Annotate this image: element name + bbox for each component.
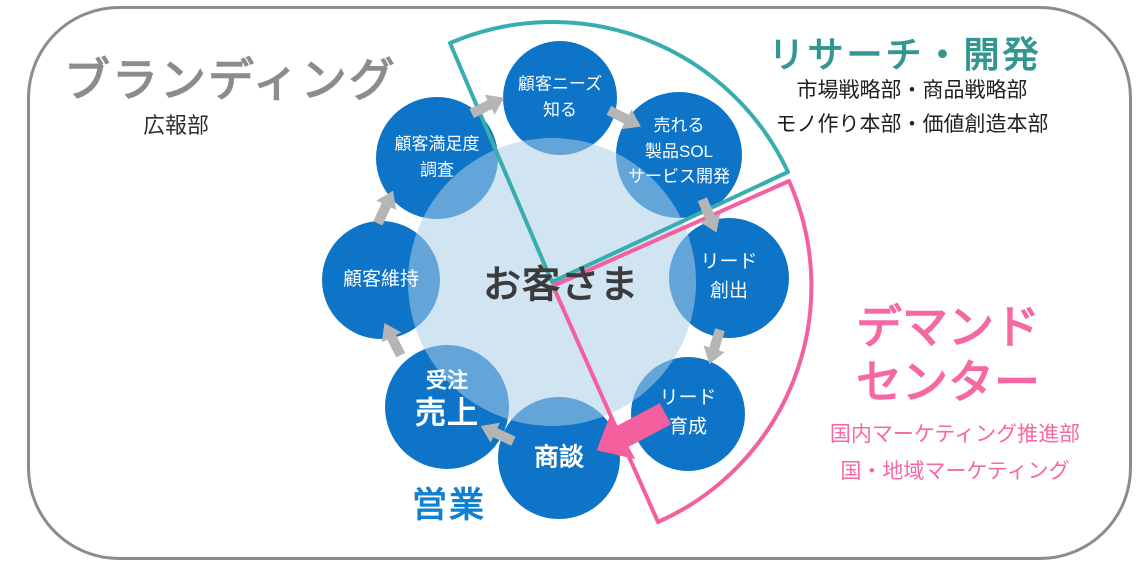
research-department-2: モノ作り本部・価値創造本部 [775,113,1049,136]
node-line: リード [659,387,717,409]
node-line: 売れる [653,115,705,135]
node-line: 知る [543,100,577,119]
node-line: 創出 [709,280,749,301]
circle-lead-generation [669,218,789,338]
node-label-sellable-product-dev: 売れる 製品SOL サービス開発 [628,113,730,190]
node-label-satisfaction-survey: 顧客満足度 調査 [395,132,480,183]
demand-title-line1: デマンド [856,301,1040,353]
node-line: 売上 [415,395,479,431]
node-line: 顧客満足度 [394,134,480,154]
circle-know-customer-needs [503,41,617,155]
demand-title-line2: センター [856,356,1040,409]
node-line: 育成 [668,416,708,437]
node-label-lead-nurturing: リード 育成 [659,385,716,442]
customer-center-label: お客さま [482,264,640,307]
demand-sector-outline [551,179,814,524]
circle-lead-nurturing [631,357,745,471]
node-label-order-sales: 受注 売上 [415,369,479,434]
research-sector-outline [448,19,790,284]
node-line: 調査 [420,160,454,179]
demand-department-2: 国・地域マーケティング [840,460,1070,483]
node-line: 顧客ニーズ [517,74,603,94]
node-line: 商談 [533,443,585,472]
node-label-customer-retention: 顧客維持 [343,266,419,295]
branding-title: ブランディング [64,54,397,106]
branding-department: 広報部 [142,113,210,138]
node-line: リード [700,251,758,273]
demand-department-1: 国内マーケティング推進部 [829,423,1081,446]
sales-title: 営業 [412,486,487,525]
node-line: 受注 [426,369,468,393]
node-label-know-customer-needs: 顧客ニーズ 知る [518,72,602,123]
demand-center-title: デマンド センター [856,300,1040,410]
circle-customer-retention [322,221,440,339]
research-title: リサーチ・開発 [768,34,1042,75]
nurture-to-negotiation-arrow-icon [596,403,672,460]
research-department-1: 市場戦略部・商品戦略部 [796,79,1028,102]
cycle-node-circles [322,41,789,519]
outer-frame [27,6,1132,560]
node-line: 製品SOL [644,141,714,161]
node-label-lead-generation: リード 創出 [700,249,757,306]
node-line: サービス開発 [628,166,730,186]
node-line: 顧客維持 [342,268,420,290]
node-label-negotiation: 商談 [534,439,584,477]
circle-negotiation [498,397,620,519]
